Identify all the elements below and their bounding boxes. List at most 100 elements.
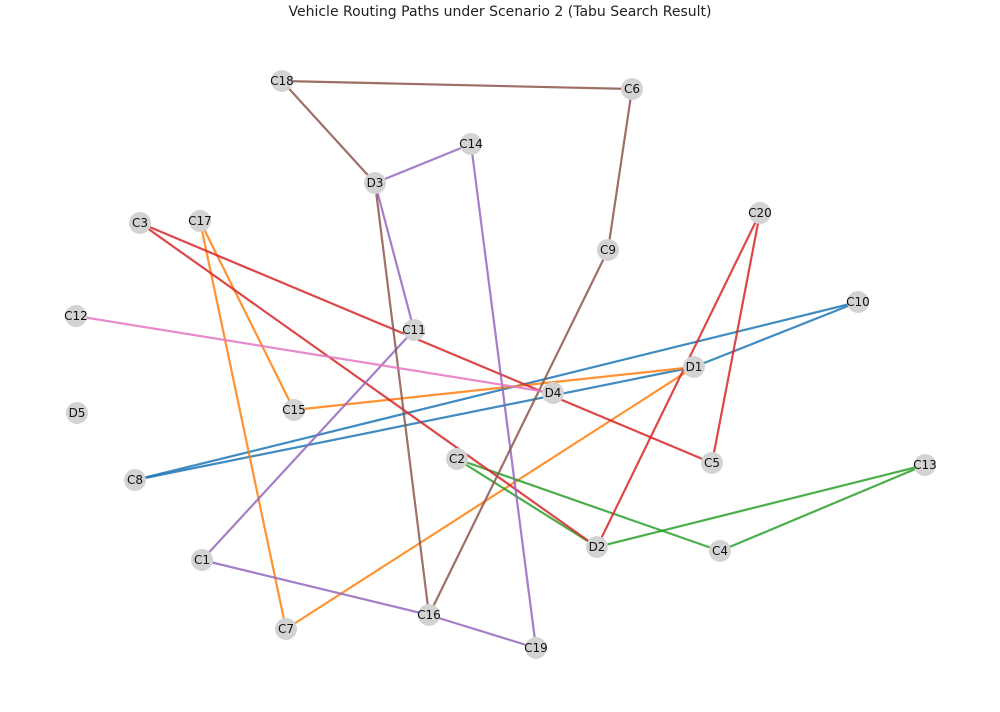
route-edge [719, 463, 926, 553]
node-d2: D2 [586, 536, 608, 558]
node-label: C20 [748, 206, 772, 220]
node-c19: C19 [524, 637, 548, 659]
route-edge [428, 249, 609, 616]
node-label: C3 [132, 216, 148, 230]
route-blue [134, 300, 859, 482]
route-edge [710, 212, 762, 464]
chart-title: Vehicle Routing Paths under Scenario 2 (… [288, 4, 712, 20]
node-label: D2 [589, 540, 606, 554]
node-c18: C18 [270, 70, 294, 92]
node-circle [446, 448, 468, 470]
route-edge [606, 88, 634, 251]
node-circle [129, 212, 151, 234]
route-green [456, 457, 926, 553]
node-circle [66, 402, 88, 424]
route-edges [75, 79, 926, 650]
route-edge [139, 221, 713, 465]
node-d4: D4 [542, 382, 564, 404]
route-edge [281, 80, 376, 184]
route-orange [198, 220, 695, 630]
node-c13: C13 [913, 454, 937, 476]
node-c8: C8 [124, 469, 146, 491]
node-circle [364, 172, 386, 194]
node-c20: C20 [748, 202, 772, 224]
node-circle [749, 202, 771, 224]
route-edge [75, 314, 554, 395]
node-c5: C5 [701, 452, 723, 474]
node-circle [683, 356, 705, 378]
node-circle [403, 319, 425, 341]
node-circle [621, 78, 643, 100]
node-circle [191, 549, 213, 571]
node-label: C15 [282, 403, 306, 417]
node-label: D3 [367, 176, 384, 190]
node-label: C2 [449, 452, 465, 466]
node-c9: C9 [597, 239, 619, 261]
node-label: C6 [624, 82, 640, 96]
node-c10: C10 [846, 291, 870, 313]
node-label: C5 [704, 456, 720, 470]
node-c1: C1 [191, 549, 213, 571]
route-edge [281, 79, 633, 91]
node-label: C17 [188, 214, 212, 228]
node-label: C11 [402, 323, 426, 337]
route-edge [198, 220, 288, 630]
node-label: C10 [846, 295, 870, 309]
node-label: C1 [194, 553, 210, 567]
route-edge [201, 558, 430, 617]
node-c14: C14 [459, 133, 483, 155]
node-circle [124, 469, 146, 491]
route-edge [596, 463, 926, 549]
node-label: C7 [278, 622, 294, 636]
route-pink [75, 314, 554, 395]
node-circle [283, 399, 305, 421]
node-label: C4 [712, 544, 728, 558]
node-label: C16 [417, 608, 441, 622]
node-c2: C2 [446, 448, 468, 470]
route-edge [134, 300, 859, 482]
node-circle [542, 382, 564, 404]
node-label: C13 [913, 458, 937, 472]
node-label: C8 [127, 473, 143, 487]
node-circle [586, 536, 608, 558]
node-circle [709, 540, 731, 562]
node-circle [65, 305, 87, 327]
node-c4: C4 [709, 540, 731, 562]
route-edge [285, 366, 695, 630]
route-edge [456, 457, 721, 553]
node-circle [597, 239, 619, 261]
route-edge [374, 142, 472, 185]
route-edge [693, 300, 859, 369]
node-d5: D5 [66, 402, 88, 424]
route-edge [469, 143, 538, 649]
node-label: D4 [545, 386, 562, 400]
node-circle [275, 618, 297, 640]
node-label: D5 [69, 406, 86, 420]
node-circle [189, 210, 211, 232]
route-purple [201, 142, 538, 650]
node-c6: C6 [621, 78, 643, 100]
route-edge [134, 365, 695, 482]
node-circle [525, 637, 547, 659]
route-brown [281, 79, 634, 616]
node-c7: C7 [275, 618, 297, 640]
node-circle [418, 604, 440, 626]
route-edge [373, 182, 416, 331]
node-circle [271, 70, 293, 92]
node-c12: C12 [64, 305, 88, 327]
node-c17: C17 [188, 210, 212, 232]
route-edge [293, 365, 695, 412]
node-c11: C11 [402, 319, 426, 341]
route-edge [428, 613, 537, 650]
node-label: C19 [524, 641, 548, 655]
node-circle [460, 133, 482, 155]
route-edge [456, 458, 598, 548]
node-circle [701, 452, 723, 474]
node-d1: D1 [683, 356, 705, 378]
node-label: D1 [686, 360, 703, 374]
route-edge [596, 212, 761, 548]
node-c3: C3 [129, 212, 151, 234]
route-edge [201, 329, 415, 561]
